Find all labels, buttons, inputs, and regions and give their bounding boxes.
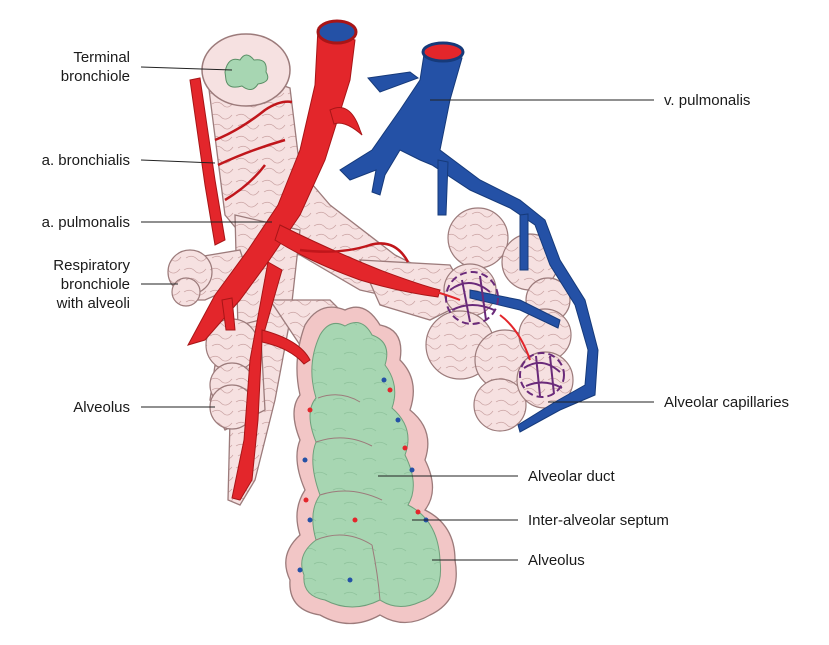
leader-lines xyxy=(140,66,654,561)
label-terminal-bronchiole-line1: Terminal xyxy=(73,49,130,66)
bronchial-artery-branches xyxy=(214,100,410,263)
label-a-bronchialis: a. bronchialis xyxy=(41,152,130,169)
label-terminal-bronchiole: Terminal bronchiole xyxy=(18,48,130,86)
label-terminal-bronchiole-line2: bronchiole xyxy=(60,68,130,85)
pulmonary-artery-opening xyxy=(316,19,358,45)
label-respiratory-bronchiole: Respiratory bronchiole with alveoli xyxy=(8,256,130,313)
label-respiratory-bronchiole-line2: bronchiole xyxy=(60,276,130,293)
pulmonary-vein-opening xyxy=(421,41,465,63)
label-alveolus-left: Alveolus xyxy=(73,399,130,416)
label-a-pulmonalis: a. pulmonalis xyxy=(41,214,130,231)
label-respiratory-bronchiole-line3: with alveoli xyxy=(56,295,130,312)
terminal-bronchiole-face xyxy=(201,33,291,107)
pulmonary-artery xyxy=(186,27,441,501)
capillary-network xyxy=(429,271,565,398)
respiratory-bronchiole-alveoli xyxy=(167,249,213,307)
label-alveolar-capillaries: Alveolar capillaries xyxy=(664,394,790,411)
pulmonary-vein xyxy=(339,47,599,433)
alveolar-duct xyxy=(285,306,457,625)
label-inter-alveolar-septum: Inter-alveolar septum xyxy=(528,512,669,529)
label-alveolus-right: Alveolus xyxy=(528,552,585,569)
label-v-pulmonalis: v. pulmonalis xyxy=(664,92,751,109)
label-respiratory-bronchiole-line1: Respiratory xyxy=(53,257,130,274)
label-alveolar-duct: Alveolar duct xyxy=(528,468,615,485)
left-alveoli-cluster xyxy=(205,318,259,430)
